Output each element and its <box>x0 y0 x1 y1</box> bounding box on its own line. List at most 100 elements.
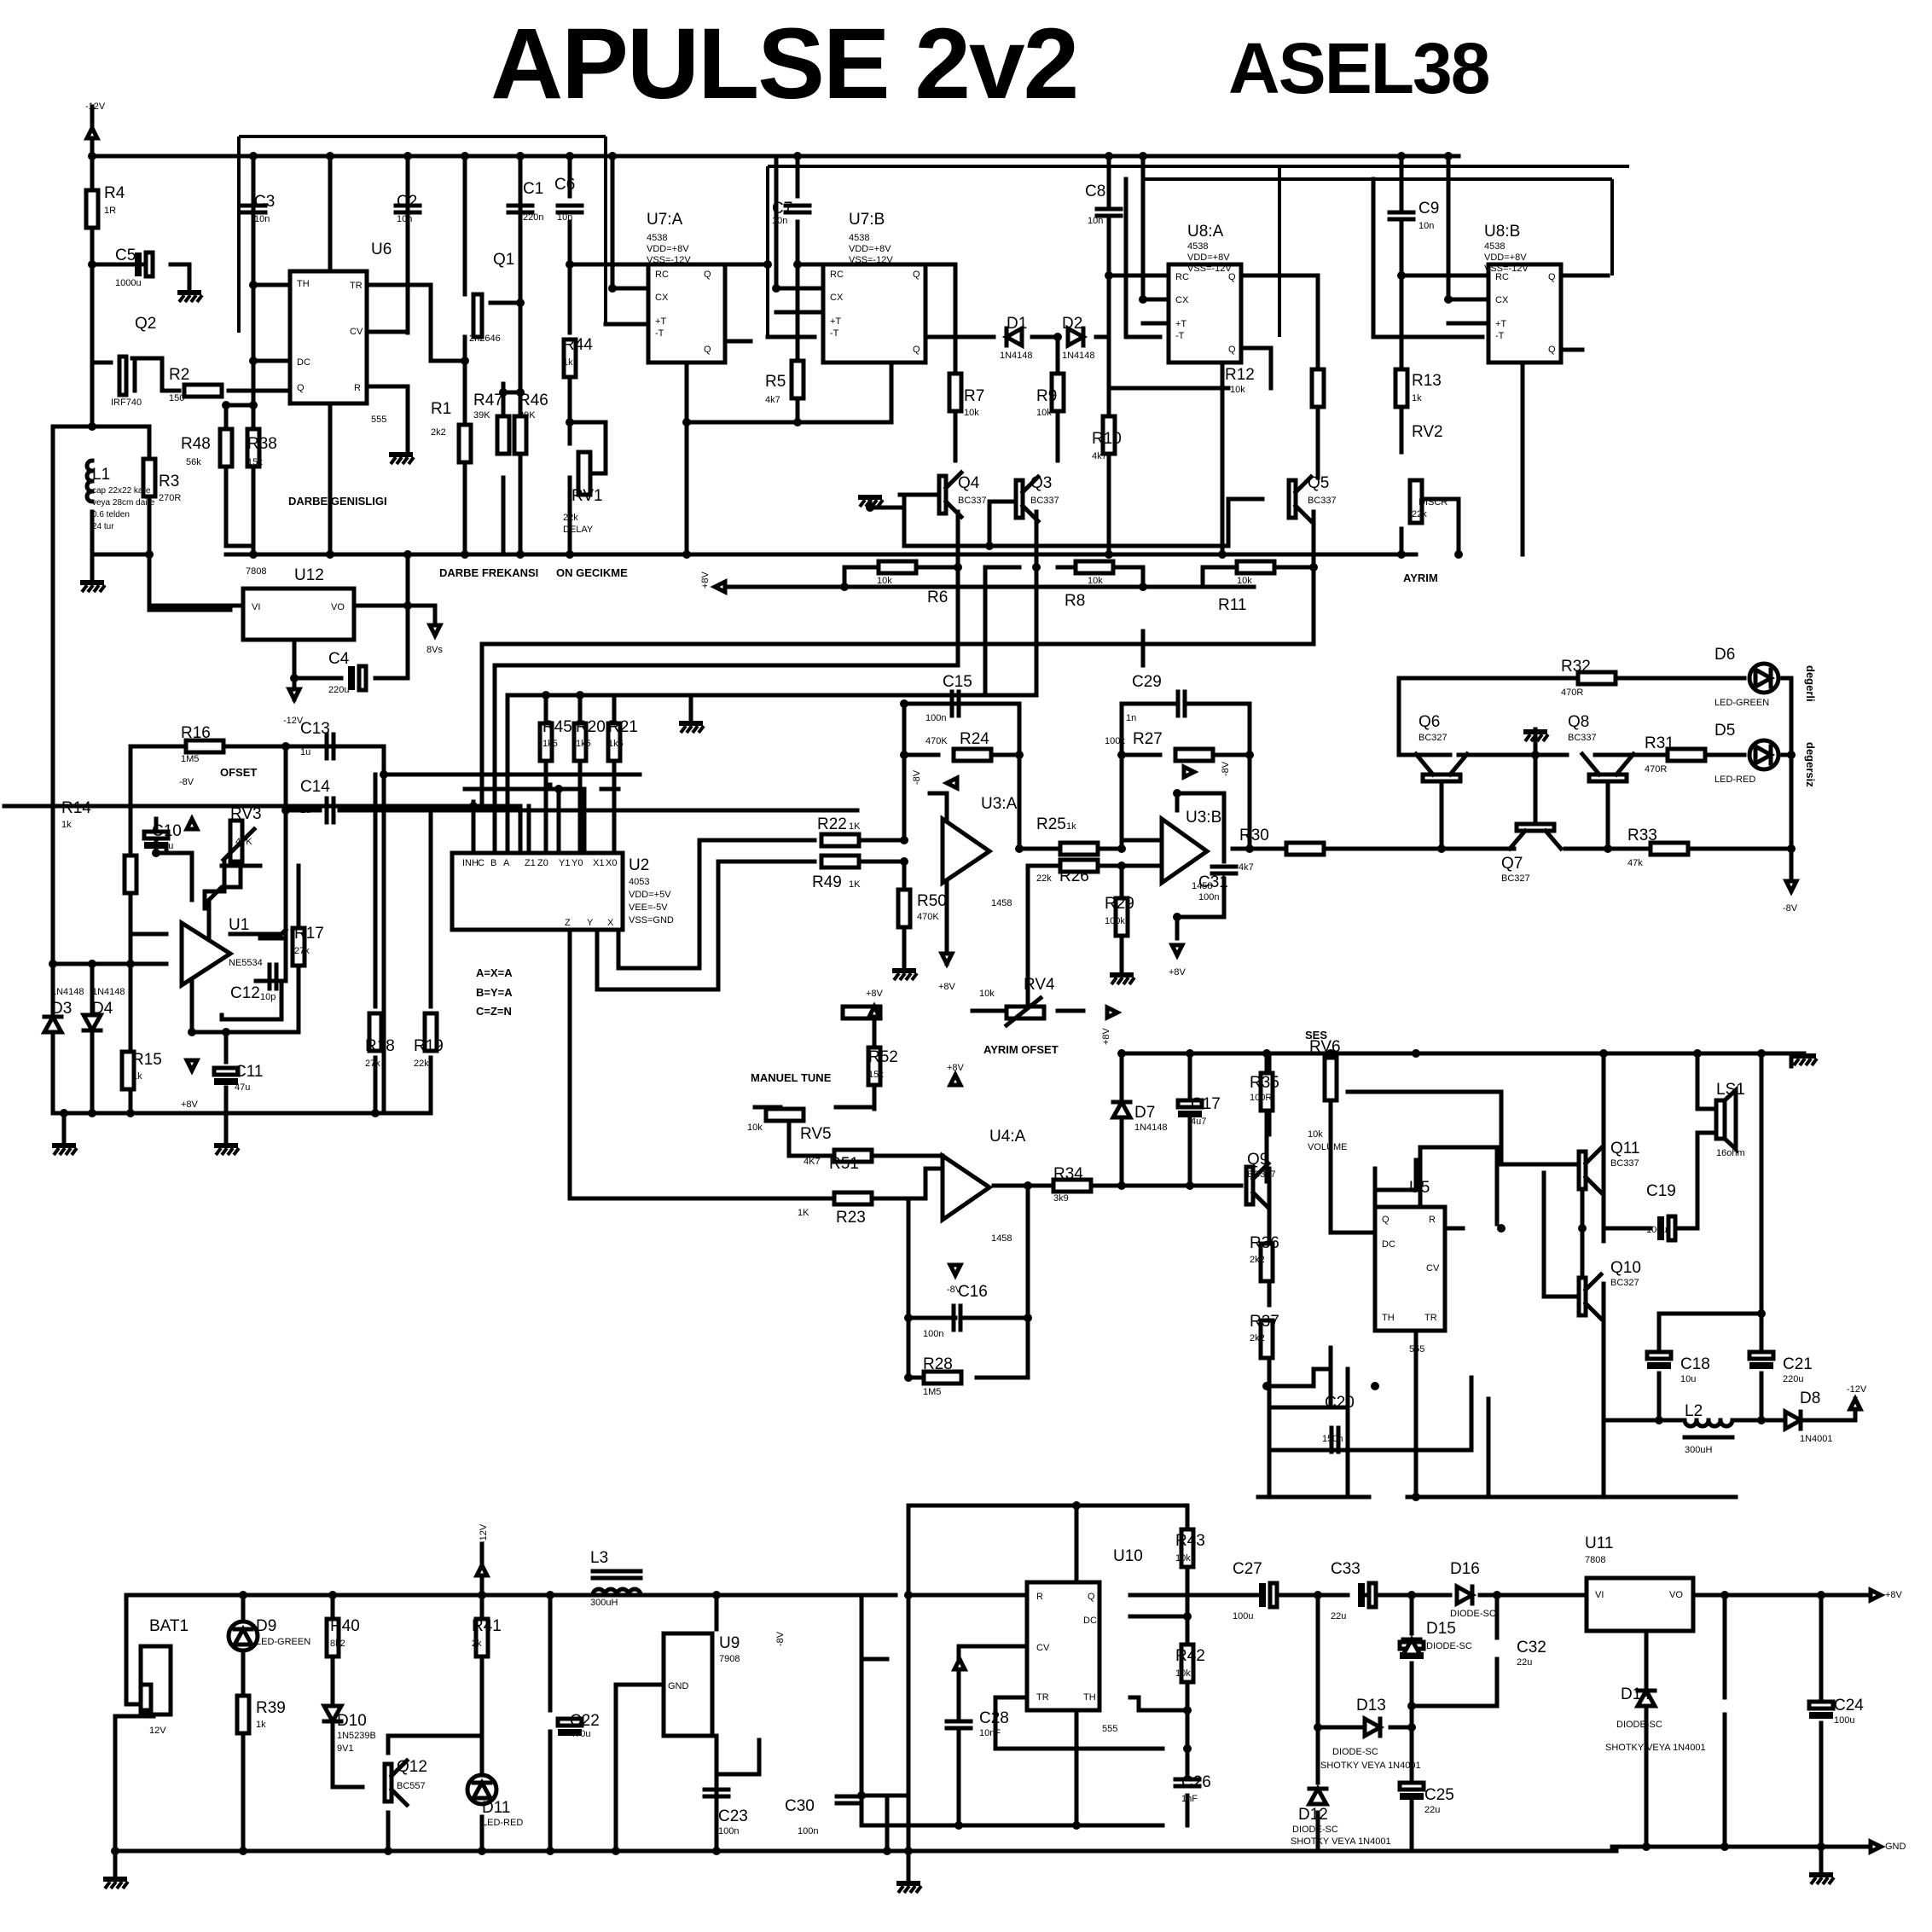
rv4-value: 10k <box>979 989 995 999</box>
junction-dot <box>239 1847 247 1855</box>
r14-ref: R14 <box>61 799 91 817</box>
c30-ref: C30 <box>785 1797 815 1815</box>
transistor-q11-icon <box>1582 1174 1604 1196</box>
r22-value: 1K <box>849 821 861 832</box>
c15-ref: C15 <box>943 673 972 691</box>
r1-value: 2k2 <box>431 427 446 438</box>
resistor-body <box>512 414 529 456</box>
c2-value: 10n <box>397 214 412 224</box>
junction-dot <box>840 583 849 591</box>
u2-vss: VSS=GND <box>629 915 674 925</box>
l1-ref: L1 <box>92 466 110 484</box>
ground-icon <box>109 1880 118 1890</box>
junction-dot <box>1183 1744 1192 1753</box>
polarized-capacitor-plate <box>1175 1098 1204 1110</box>
polarized-capacitor-plate <box>1358 1583 1365 1607</box>
d3-value: 1N4148 <box>51 987 84 997</box>
transistor-q12-icon <box>388 1786 410 1808</box>
junction-dot <box>904 1314 913 1322</box>
ground-icon <box>389 455 397 466</box>
c5-value: 1000u <box>115 278 142 288</box>
junction-dot <box>1186 1181 1194 1190</box>
resistor-body <box>1051 1177 1094 1194</box>
ground-icon <box>679 721 703 726</box>
resistor-body <box>495 414 512 456</box>
junction-dot <box>222 1028 230 1036</box>
junction-dot <box>1245 844 1254 853</box>
power-labels: -12V+8V8Vs-12V-8V+8V-8V+8V-8V+8V-8V+8V+8… <box>52 102 1906 1894</box>
power-rail-label: +8V <box>1169 967 1186 978</box>
junction-dot <box>126 1109 135 1117</box>
polarized-capacitor-plate <box>1259 1583 1266 1607</box>
junction-dot <box>904 1373 913 1382</box>
r43-value: 10k <box>1175 1553 1191 1564</box>
resistor-body <box>141 456 158 499</box>
transistor-q4-icon <box>943 498 965 520</box>
label-offset: OFSET <box>220 766 257 779</box>
transistor-q7-icon <box>1506 827 1529 852</box>
r30-value: 4k7 <box>1239 862 1254 873</box>
junction-dot <box>883 1847 891 1855</box>
q6-ref: Q6 <box>1419 713 1440 731</box>
label-valuable: degerli <box>1804 665 1817 702</box>
rv3-value: 47K <box>235 837 252 847</box>
junction-dot <box>1397 152 1406 160</box>
power-rail-label: -12V <box>479 1523 489 1544</box>
d12-note: SHOTKY VEYA 1N4001 <box>1291 1836 1391 1847</box>
transistor-q9-icon <box>1244 1164 1256 1207</box>
r47-ref: R47 <box>473 392 503 409</box>
q8-value: BC337 <box>1568 733 1597 743</box>
r11-value: 10k <box>1237 576 1252 586</box>
junction-dot <box>1186 1049 1194 1058</box>
ground-icon <box>214 1143 238 1148</box>
u9-ref: U9 <box>719 1634 740 1652</box>
svg-text:-T: -T <box>830 328 839 339</box>
label-separation-offset: AYRIM OFSET <box>983 1043 1059 1056</box>
resistor-body <box>1309 367 1326 409</box>
c19-ref: C19 <box>1646 1182 1676 1200</box>
junction-dot <box>1437 844 1446 853</box>
ground-icon <box>52 1146 61 1157</box>
r12-value: 10k <box>1230 385 1245 395</box>
junction-dot <box>1531 751 1540 759</box>
junction-dot <box>1493 1591 1501 1599</box>
polarized-capacitor-plate <box>142 829 171 841</box>
svg-text:TR: TR <box>350 281 363 291</box>
r9-value: 10k <box>1036 408 1052 418</box>
junction-dot <box>900 857 908 866</box>
junction-dot <box>88 152 96 160</box>
polarized-capacitor-plate <box>1397 1780 1426 1792</box>
resistor-body <box>456 422 473 465</box>
ground-icon <box>902 1884 911 1894</box>
rv6-value: 10k <box>1308 1129 1323 1140</box>
r35-value: 100R <box>1250 1093 1272 1103</box>
r29-ref: R29 <box>1105 895 1134 913</box>
junction-dot <box>188 1028 196 1036</box>
d4-ref: D4 <box>92 1000 113 1018</box>
c9-value: 10n <box>1419 221 1434 231</box>
ground-icon <box>70 1146 78 1157</box>
svg-text:CX: CX <box>655 293 669 303</box>
r10-ref: R10 <box>1092 430 1122 448</box>
junction-dot <box>1397 550 1406 559</box>
r7-ref: R7 <box>964 387 984 405</box>
r41-value: 2k <box>472 1639 482 1649</box>
q10-ref: Q10 <box>1610 1259 1641 1277</box>
c33-value: 22u <box>1331 1611 1346 1622</box>
junction-dot <box>281 806 290 815</box>
q9-ref: Q9 <box>1247 1151 1268 1169</box>
junction-dot <box>712 1591 721 1599</box>
polarized-capacitor-plate <box>1366 1581 1378 1610</box>
power-rail-arrow-icon <box>937 951 956 969</box>
d10-note: 9V1 <box>337 1743 354 1754</box>
junction-dot <box>152 849 160 857</box>
diode-d7-icon <box>1109 1097 1134 1120</box>
junction-dot <box>1072 1501 1081 1510</box>
author-tag: ASEL38 <box>1228 28 1490 108</box>
r30-ref: R30 <box>1239 827 1269 844</box>
transistor-q8-icon <box>1613 751 1637 778</box>
ground-icon <box>685 724 693 734</box>
junction-dot <box>1578 1224 1587 1233</box>
